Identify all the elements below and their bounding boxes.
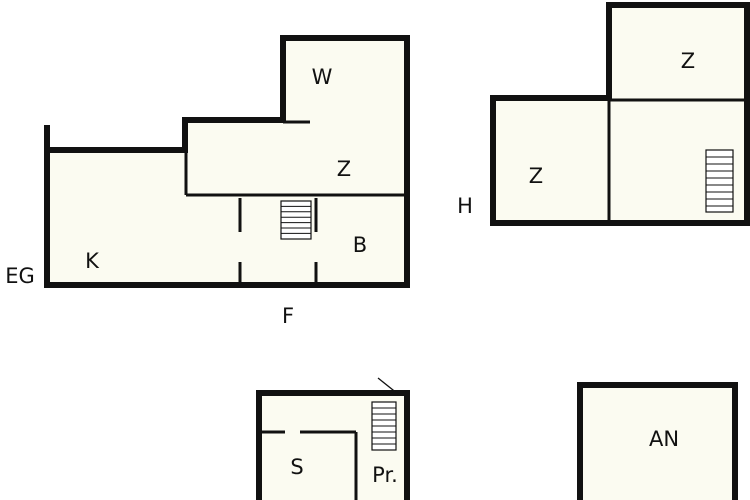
room-label-kitchen: K [85, 249, 100, 273]
upper-floor-fill [493, 5, 747, 223]
annex: S Pr. [256, 377, 410, 500]
stairs-icon [280, 200, 312, 240]
door-swing-line [377, 377, 399, 395]
room-label-outbuilding: AN [649, 427, 679, 451]
room-label-private: Pr. [372, 463, 398, 487]
ground-floor: W Z K B EG F [5, 35, 410, 328]
entrance-label: F [282, 304, 294, 328]
outbuilding-fill [580, 385, 735, 500]
room-label-upper-bedroom-top: Z [681, 49, 695, 73]
floor-label-upper: H [457, 194, 473, 218]
upper-floor: Z Z H [457, 2, 750, 226]
floor-label-ground: EG [5, 264, 35, 288]
room-label-bedroom: Z [337, 157, 351, 181]
outbuilding-outer-wall [577, 382, 738, 500]
room-label-storage: S [290, 455, 303, 479]
ground-floor-outer-wall [44, 35, 410, 288]
annex-outer-wall [256, 390, 410, 500]
room-label-living: W [312, 65, 333, 89]
stairs-icon [705, 149, 734, 213]
stairs-icon [371, 401, 397, 451]
upper-floor-outer-wall [490, 2, 750, 226]
room-label-upper-bedroom-left: Z [529, 164, 543, 188]
room-label-bathroom: B [353, 233, 367, 257]
outbuilding: AN [577, 382, 738, 500]
